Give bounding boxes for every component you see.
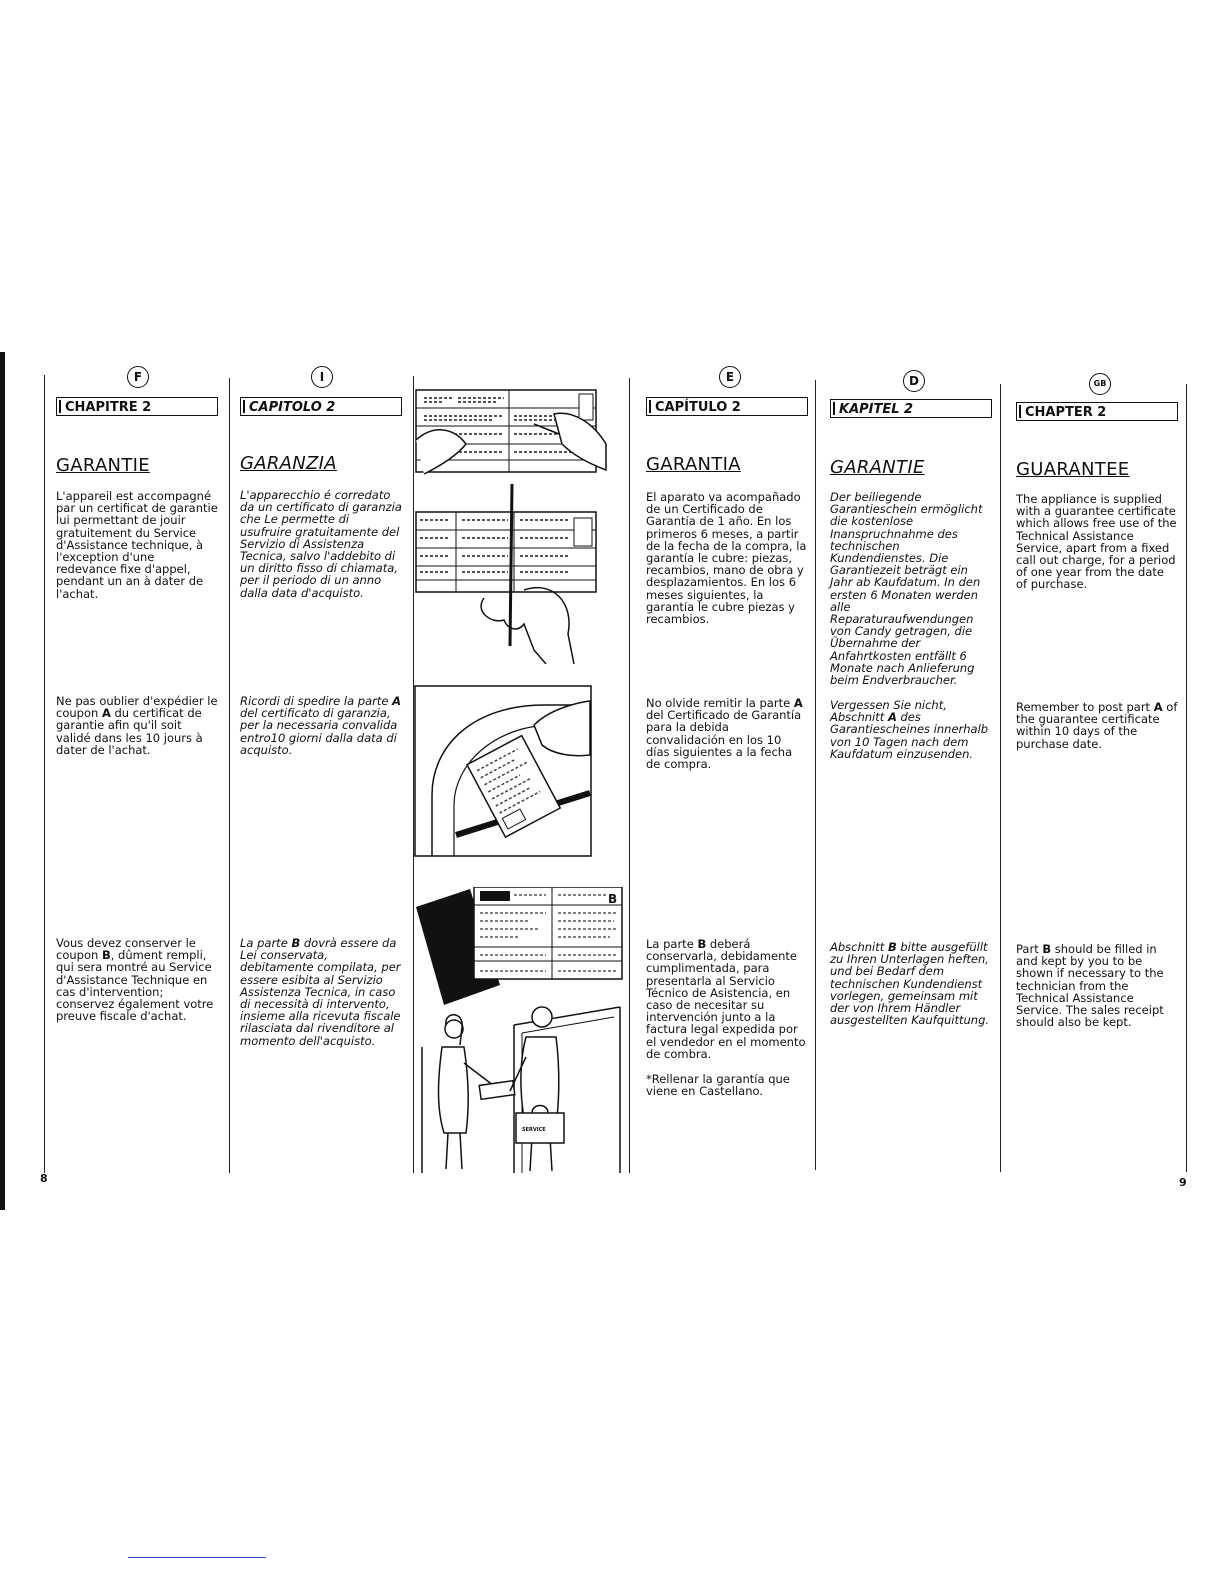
chapter-title-es: CAPÍTULO 2 (646, 397, 808, 416)
page-number-left: 8 (40, 1172, 48, 1185)
section-heading-it: GARANZIA (240, 453, 337, 474)
bottom-rule (128, 1557, 266, 1558)
divider (413, 376, 414, 1173)
keep-part-b-text-de: Abschnitt B bitte ausgefüllt zu Ihren Un… (830, 940, 990, 1028)
section-heading-gb: GUARANTEE (1016, 459, 1130, 480)
language-badge-de: D (903, 370, 925, 392)
divider (629, 378, 630, 1173)
keep-part-b-text-gb: Part B should be filled in and kept by y… (1016, 942, 1164, 1030)
divider (1186, 384, 1187, 1172)
guarantee-text-it: L'apparecchio é corredato da un certific… (240, 488, 402, 600)
language-badge-fr: F (127, 366, 149, 388)
divider (44, 375, 45, 1173)
guarantee-text-es: El aparato va acompañado de un Certifica… (646, 490, 807, 627)
language-badge-es: E (719, 366, 741, 388)
binding-edge (0, 352, 5, 1210)
divider (229, 378, 230, 1173)
guarantee-text-gb: The appliance is supplied with a guarant… (1016, 492, 1177, 592)
illustration-posting-coupon (414, 685, 592, 857)
chapter-title-de: KAPITEL 2 (830, 399, 992, 418)
castilian-note-es: *Rellenar la garantía que viene en Caste… (646, 1072, 790, 1099)
post-part-a-text-de: Vergessen Sie nicht, Abschnitt A des Gar… (830, 698, 989, 761)
service-bag-label: SERVICE (522, 1127, 546, 1133)
chapter-title-it: CAPITOLO 2 (240, 397, 402, 416)
section-heading-fr: GARANTIE (56, 455, 150, 476)
guarantee-text-de: Der beiliegende Garantieschein ermöglich… (830, 490, 983, 688)
guarantee-text-fr: L'appareil est accompagné par un certifi… (56, 489, 218, 601)
section-heading-de: GARANTIE (830, 457, 925, 478)
keep-part-b-text-es: La parte B deberá conservarla, debidamen… (646, 937, 806, 1061)
section-heading-es: GARANTIA (646, 454, 741, 475)
illustration-showing-part-b: B SERVICE (416, 887, 623, 1173)
keep-part-b-text-it: La parte B dovrà essere da Lei conservat… (240, 936, 401, 1048)
chapter-title-fr: CHAPITRE 2 (56, 397, 218, 416)
card-letter: B (608, 892, 617, 906)
divider (1000, 384, 1001, 1172)
page-number-right: 9 (1179, 1176, 1187, 1189)
chapter-title-gb: CHAPTER 2 (1016, 402, 1178, 421)
post-part-a-text-it: Ricordi di spedire la parte A del certif… (240, 694, 402, 757)
illustration-filling-certificate (415, 389, 607, 664)
post-part-a-text-es: No olvide remitir la parte A del Certifi… (646, 696, 803, 772)
post-part-a-text-gb: Remember to post part A of the guarantee… (1016, 700, 1178, 751)
divider (815, 380, 816, 1170)
language-badge-it: I (311, 366, 333, 388)
keep-part-b-text-fr: Vous devez conserver le coupon B, dûment… (56, 936, 214, 1024)
language-badge-gb: GB (1089, 373, 1111, 395)
post-part-a-text-fr: Ne pas oublier d'expédier le coupon A du… (56, 694, 218, 757)
